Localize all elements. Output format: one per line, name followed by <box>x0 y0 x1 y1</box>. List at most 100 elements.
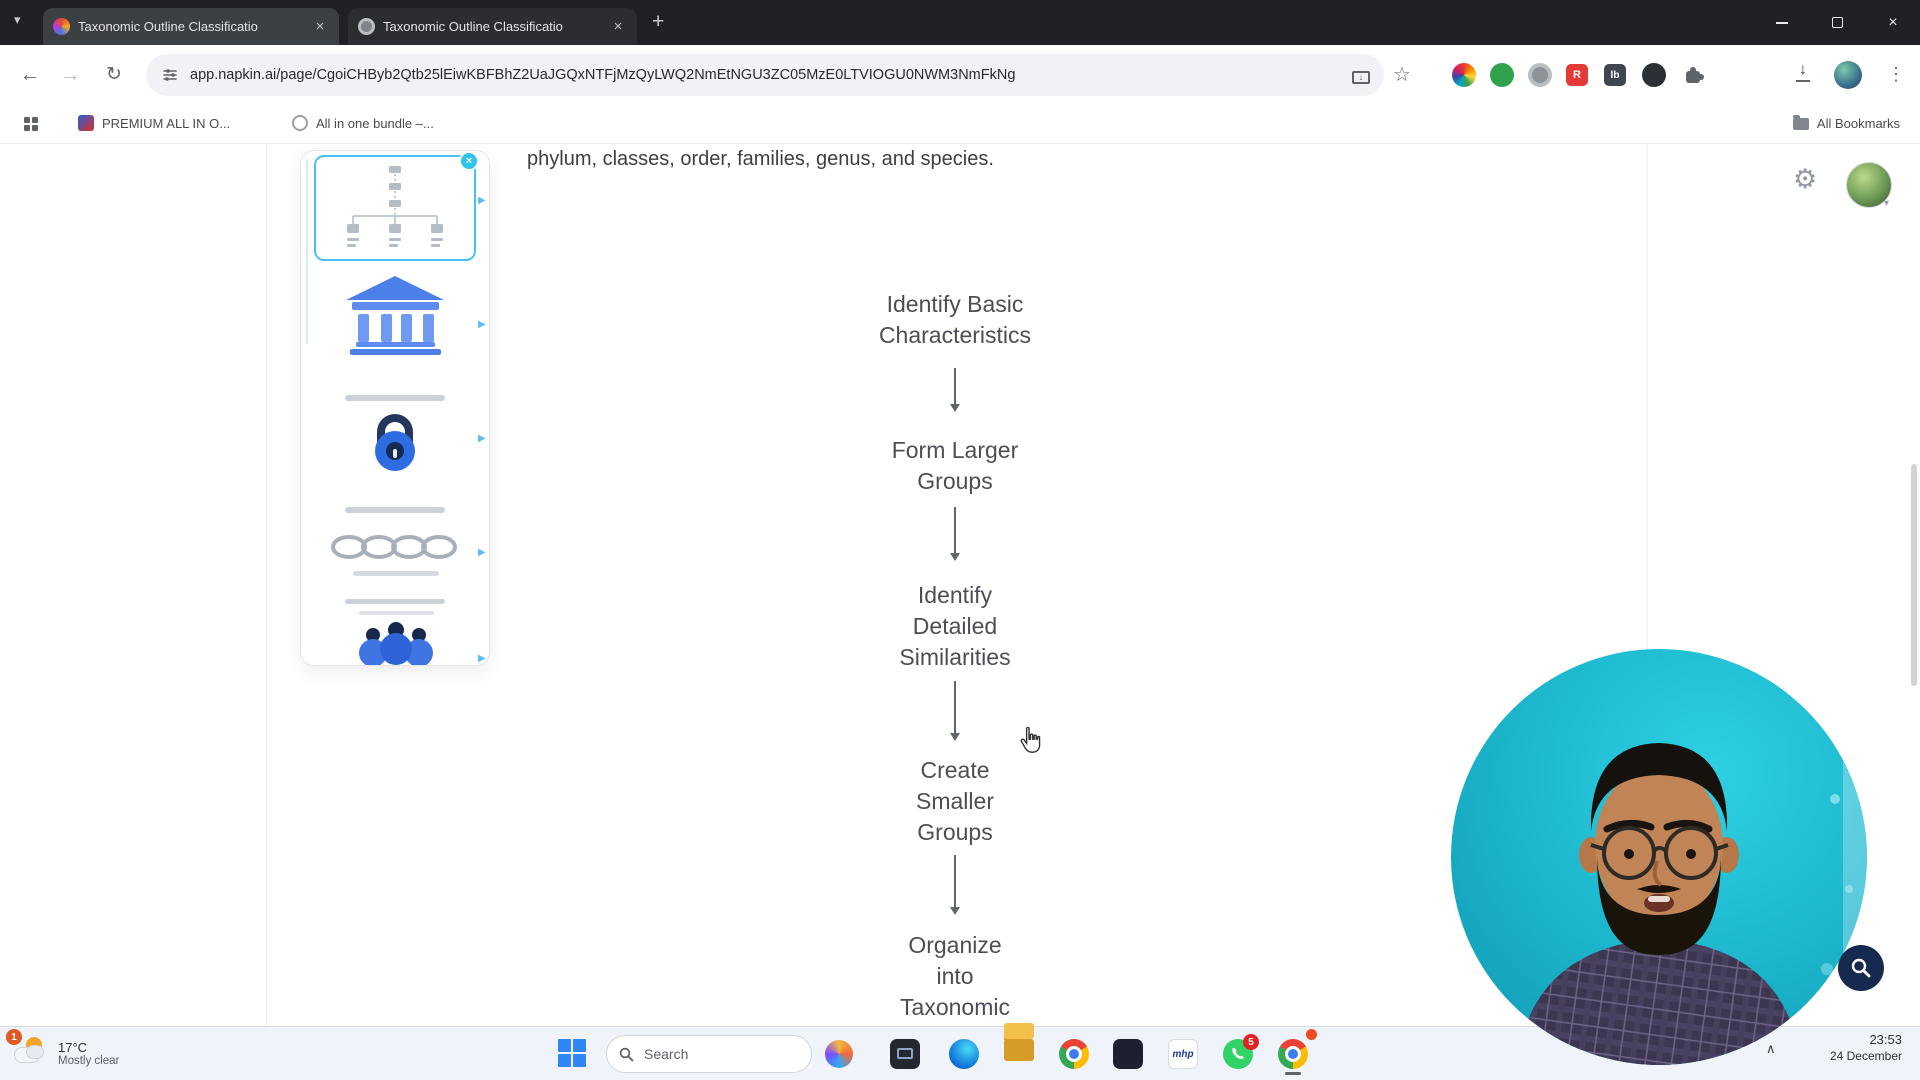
taskbar-search[interactable]: Search <box>606 1035 812 1073</box>
tab-taxonomic-2[interactable]: Taxonomic Outline Classificatio × <box>348 8 637 45</box>
globe-favicon <box>358 18 375 35</box>
window-close-button[interactable]: × <box>1888 13 1898 31</box>
tab-taxonomic-1[interactable]: Taxonomic Outline Classificatio × <box>43 8 339 45</box>
template-text-line <box>353 571 439 576</box>
dark-app-icon[interactable] <box>1113 1039 1143 1069</box>
folder-icon <box>1792 114 1809 130</box>
site-settings-icon[interactable] <box>162 67 178 83</box>
chain-icon <box>331 535 457 559</box>
template-team[interactable] <box>351 621 441 665</box>
paragraph-text: phylum, classes, order, families, genus,… <box>527 148 994 170</box>
weather-icon: 1 <box>6 1029 48 1071</box>
apps-grid-icon[interactable] <box>24 117 38 131</box>
template-org-chart[interactable] <box>314 155 476 261</box>
camera-extension-icon[interactable] <box>1528 63 1552 87</box>
green-extension-icon[interactable] <box>1490 63 1514 87</box>
media-app-icon[interactable] <box>890 1039 920 1069</box>
flow-arrow-icon <box>950 368 960 412</box>
r-extension-icon[interactable]: R <box>1566 64 1588 86</box>
whatsapp-icon[interactable]: 5 <box>1223 1034 1259 1069</box>
tab-title: Taxonomic Outline Classificatio <box>383 19 563 34</box>
back-icon[interactable]: ← <box>19 62 41 86</box>
team-icon <box>359 622 433 665</box>
weather-condition: Mostly clear <box>58 1054 120 1067</box>
clock-date: 24 December <box>1829 1049 1902 1063</box>
hand-cursor <box>1018 726 1044 759</box>
address-bar[interactable]: app.napkin.ai/page/CgoiCHByb2Qtb25lEiwKB… <box>146 54 1384 96</box>
bookmark-star-icon[interactable]: ☆ <box>1393 64 1411 86</box>
notification-badge: 1 <box>6 1029 22 1045</box>
start-button[interactable] <box>558 1039 588 1069</box>
flow-arrow-icon <box>950 681 960 741</box>
template-padlock[interactable] <box>363 409 427 478</box>
template-play-icon[interactable]: ▶ <box>478 653 486 664</box>
flow-arrow-icon <box>950 507 960 561</box>
lb-extension-icon[interactable]: lb <box>1604 64 1626 86</box>
install-app-icon[interactable]: ↓ <box>1352 67 1374 89</box>
notification-dot <box>1306 1029 1317 1040</box>
active-app-indicator <box>1285 1072 1301 1075</box>
template-temple[interactable] <box>343 273 448 363</box>
color-wheel-extension-icon[interactable] <box>1452 63 1476 87</box>
org-chart-icon <box>347 166 443 247</box>
profile-avatar[interactable] <box>1834 61 1862 89</box>
tab-close-icon[interactable]: × <box>613 18 623 35</box>
all-bookmarks-button[interactable]: All Bookmarks <box>1792 114 1900 131</box>
magnifier-badge-icon[interactable] <box>1838 945 1884 991</box>
dark-extension-icon[interactable] <box>1642 63 1666 87</box>
page-right-edge <box>1647 144 1648 1026</box>
presenter-video <box>1451 649 1867 1065</box>
template-text-line <box>345 599 445 604</box>
template-chain[interactable] <box>329 529 463 570</box>
weather-widget[interactable]: 1 17°C Mostly clear <box>6 1029 120 1071</box>
flow-arrow-icon <box>950 855 960 915</box>
template-play-icon[interactable]: ▶ <box>478 547 486 558</box>
browser-toolbar: ← → ↻ app.napkin.ai/page/CgoiCHByb2Qtb25… <box>0 45 1920 104</box>
gear-icon[interactable]: ⚙ <box>1793 164 1818 194</box>
forward-icon[interactable]: → <box>59 62 81 86</box>
mhp-app-icon[interactable]: mhp <box>1168 1039 1198 1069</box>
mhp-label: mhp <box>1172 1048 1194 1060</box>
taskbar-clock[interactable]: 23:53 24 December <box>1830 1032 1902 1064</box>
extensions-puzzle-icon[interactable] <box>1684 65 1704 85</box>
reload-icon[interactable]: ↻ <box>106 64 122 85</box>
edge-icon[interactable] <box>949 1039 979 1069</box>
flow-node-identify-basic[interactable]: Identify Basic Characteristics <box>878 291 1032 348</box>
window-minimize-button[interactable] <box>1756 0 1808 45</box>
panel-scroll-indicator <box>306 159 308 344</box>
chrome-icon[interactable] <box>1059 1039 1089 1069</box>
bookmark-bundle[interactable]: All in one bundle –... <box>292 115 434 131</box>
hidden-icons-caret[interactable]: ∧ <box>1766 1041 1776 1056</box>
flow-node-form-larger[interactable]: Form Larger Groups <box>891 437 1019 494</box>
flow-node-organize-taxonomic[interactable]: Organize into Taxonomic <box>900 932 1010 1020</box>
window-maximize-button[interactable] <box>1811 0 1863 45</box>
template-play-icon[interactable]: ▶ <box>478 195 486 206</box>
user-avatar[interactable] <box>1846 162 1892 208</box>
page-left-edge <box>266 144 267 1026</box>
phone-glyph <box>1232 1047 1244 1060</box>
new-tab-button[interactable]: + <box>652 10 665 33</box>
downloads-icon[interactable]: ↓ <box>1792 61 1814 87</box>
file-explorer-icon[interactable] <box>1004 1023 1034 1069</box>
whatsapp-badge: 5 <box>1243 1034 1259 1050</box>
page-scrollbar[interactable] <box>1911 464 1917 686</box>
template-play-icon[interactable]: ▶ <box>478 433 486 444</box>
template-play-icon[interactable]: ▶ <box>478 319 486 330</box>
chrome-active-icon[interactable] <box>1278 1039 1308 1069</box>
tab-title: Taxonomic Outline Classificatio <box>78 19 258 34</box>
tab-search-icon[interactable]: ▾ <box>14 12 21 28</box>
flow-node-create-smaller[interactable]: Create Smaller Groups <box>916 757 994 845</box>
napkin-favicon <box>53 18 70 35</box>
chevron-down-icon[interactable]: ▾ <box>1884 198 1890 209</box>
dismiss-template-icon[interactable]: × <box>459 151 479 171</box>
template-text-line <box>345 395 445 401</box>
copilot-icon[interactable] <box>825 1040 853 1068</box>
bookmark-premium[interactable]: PREMIUM ALL IN O... <box>78 115 230 131</box>
weather-temp: 17°C <box>58 1039 88 1055</box>
tab-close-icon[interactable]: × <box>315 18 325 35</box>
all-bookmarks-label: All Bookmarks <box>1816 116 1900 131</box>
bookmark-label: All in one bundle –... <box>316 115 434 131</box>
menu-icon[interactable]: ⋮ <box>1887 64 1905 84</box>
bookmark-label: PREMIUM ALL IN O... <box>102 115 231 131</box>
flow-node-identify-detailed[interactable]: Identify Detailed Similarities <box>899 582 1011 670</box>
